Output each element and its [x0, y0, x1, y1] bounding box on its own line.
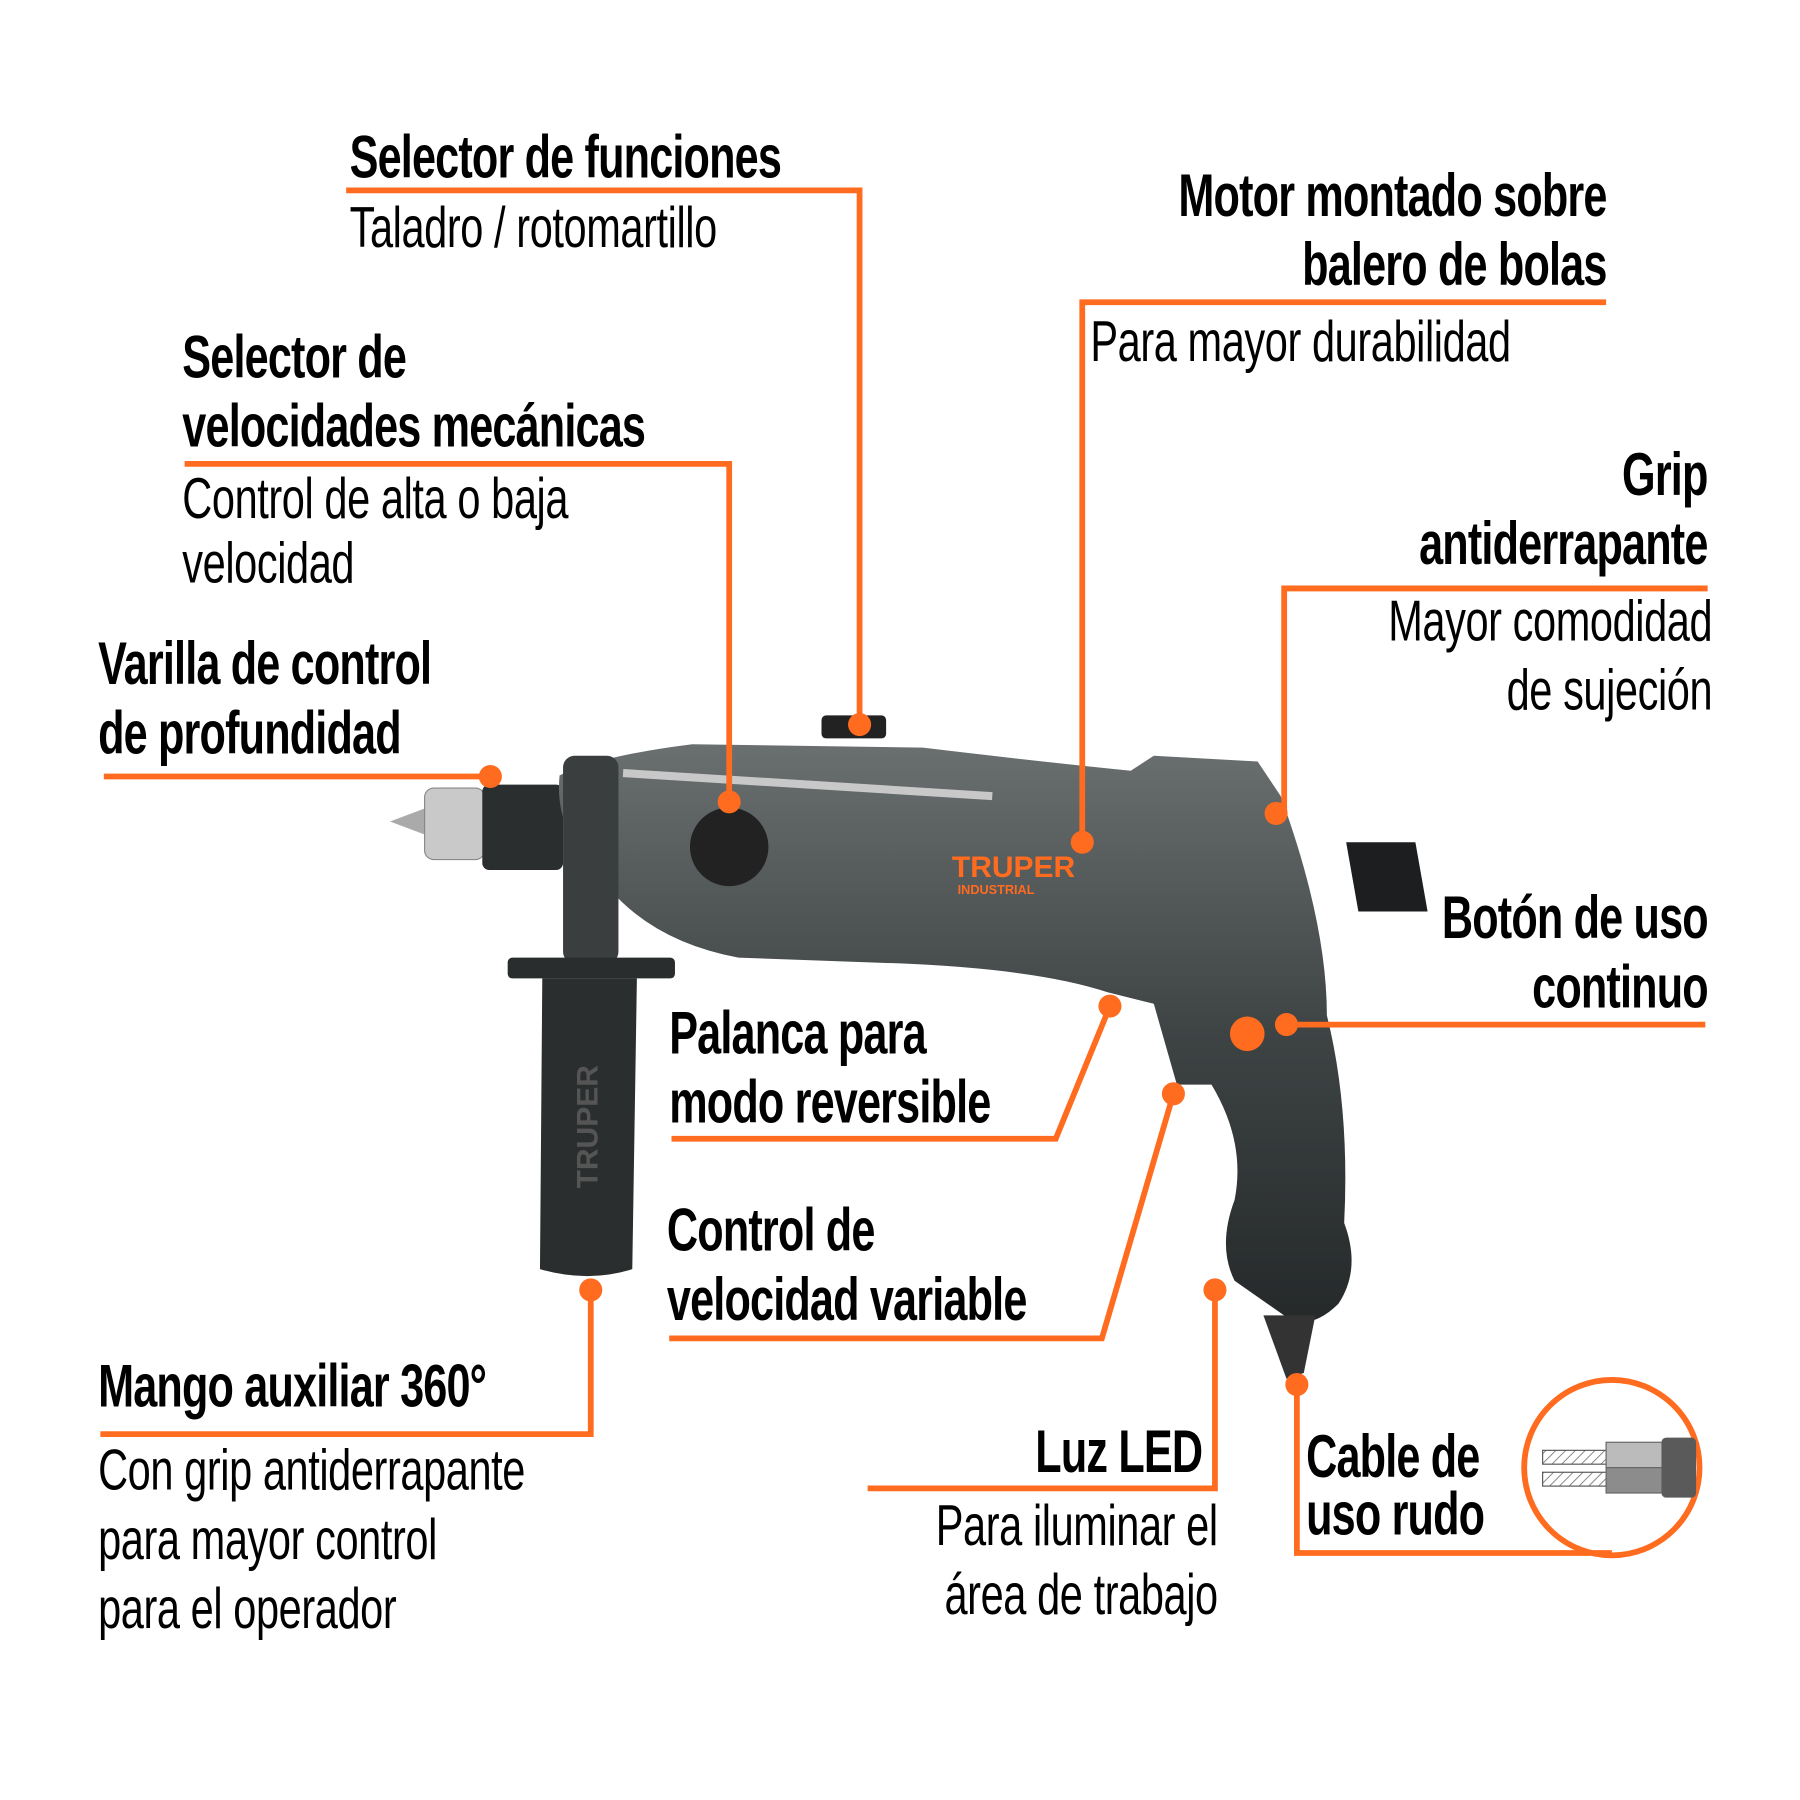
callout-desc: Para iluminar el	[935, 1493, 1218, 1558]
callout-title: Palanca para	[669, 1000, 926, 1068]
callout-title: Motor montado sobre	[1177, 162, 1607, 230]
callout-depth-rod: Varilla de control de profundidad	[98, 630, 561, 768]
callout-title: Grip	[1622, 441, 1708, 509]
callout-title: continuo	[1531, 954, 1709, 1022]
callout-speed-selector: Selector de velocidades mecánicas Contro…	[182, 323, 825, 598]
callout-lock-button: Botón de uso continuo	[1338, 884, 1709, 1022]
callout-title: Mango auxiliar 360°	[98, 1353, 487, 1421]
callout-title: Cable de	[1306, 1423, 1480, 1491]
callout-title: Selector de	[182, 324, 407, 392]
callout-variable-speed: Control de velocidad variable	[667, 1196, 1166, 1334]
auxiliary-handle: TRUPER	[507, 755, 675, 1277]
callout-desc: de sujeción	[1506, 657, 1713, 723]
callout-lines	[100, 187, 1708, 1559]
callout-title: velocidades mecánicas	[182, 393, 646, 461]
callout-reverse-lever: Palanca para modo reversible	[669, 999, 1115, 1137]
callout-led: Luz LED	[970, 1418, 1203, 1487]
brand-logo: TRUPER	[952, 851, 1076, 884]
callout-cable: Cable de uso rudo	[1306, 1423, 1553, 1549]
callout-motor: Motor montado sobre balero de bolas	[1011, 162, 1607, 300]
chuck	[389, 784, 564, 870]
callout-led-desc: Para iluminar el área de trabajo	[826, 1491, 1218, 1629]
callout-desc: Mayor comodidad	[1388, 588, 1713, 654]
lock-button	[1229, 1016, 1265, 1052]
callout-title: antiderrapante	[1419, 511, 1708, 579]
callout-title: Botón de uso	[1441, 884, 1709, 952]
callout-title: velocidad variable	[666, 1266, 1027, 1334]
callout-desc: velocidad	[182, 530, 355, 596]
callout-title: Control de	[666, 1197, 876, 1265]
callout-grip: Grip antiderrapante Mayor comodidad de s…	[1262, 441, 1712, 725]
callout-title: uso rudo	[1306, 1481, 1485, 1549]
brand-sublogo: INDUSTRIAL	[958, 883, 1035, 897]
callout-desc: Para mayor durabilidad	[1090, 309, 1511, 374]
callout-title: de profundidad	[98, 700, 402, 768]
drill-body	[558, 744, 1352, 1323]
callout-motor-desc: Para mayor durabilidad	[1090, 307, 1674, 376]
callout-title: balero de bolas	[1301, 231, 1607, 299]
callout-desc: área de trabajo	[944, 1562, 1218, 1627]
callout-desc: para mayor control	[98, 1506, 437, 1572]
callout-function-selector: Selector de funciones Taladro / rotomart…	[350, 123, 949, 261]
depth-rod	[622, 769, 993, 801]
speed-selector-dial	[689, 807, 769, 887]
callout-title: Varilla de control	[98, 631, 432, 699]
callout-aux-handle: Mango auxiliar 360° Con grip antiderrapa…	[98, 1352, 691, 1643]
callout-desc: Taladro / rotomartillo	[349, 194, 718, 260]
callout-dots	[478, 713, 1309, 1397]
callout-desc: para el operador	[98, 1576, 397, 1641]
callout-title: Selector de funciones	[349, 124, 782, 192]
callout-desc: Control de alta o baja	[182, 466, 569, 531]
callout-title: modo reversible	[669, 1069, 991, 1137]
handle-logo: TRUPER	[572, 1065, 605, 1189]
callout-title: Luz LED	[1035, 1419, 1203, 1487]
callout-desc: Con grip antiderrapante	[98, 1437, 525, 1503]
cable-cross-section-icon	[1542, 1437, 1697, 1498]
cable-detail-circle	[1521, 1377, 1703, 1559]
